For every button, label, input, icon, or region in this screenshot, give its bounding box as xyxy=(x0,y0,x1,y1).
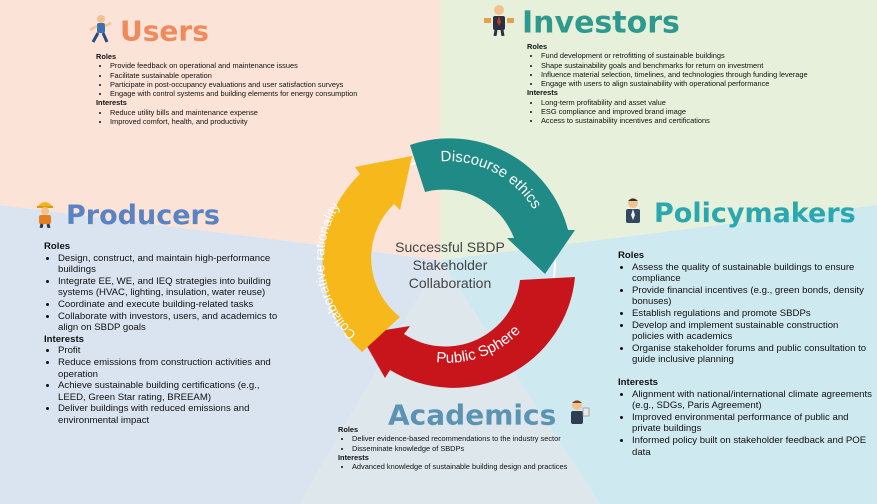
investors-interests-label: Interests xyxy=(527,88,558,98)
list-item: Facilitate sustainable operation xyxy=(110,71,416,80)
users-title: Users xyxy=(86,14,209,51)
list-item: ESG compliance and improved brand image xyxy=(541,107,857,116)
policymakers-roles-label: Roles xyxy=(618,250,645,261)
business-person-icon xyxy=(484,4,514,44)
list-item: Organise stakeholder forums and public c… xyxy=(632,343,873,366)
list-item: Coordinate and execute building-related … xyxy=(58,299,284,311)
policymakers-title: Policymakers xyxy=(620,196,856,233)
teacher-icon xyxy=(564,398,590,435)
producers-roles-label: Roles xyxy=(44,241,71,252)
list-item: Access to sustainability incentives and … xyxy=(541,116,857,125)
list-item: Engage with users to align sustainabilit… xyxy=(541,79,857,88)
policymakers-title-text: Policymakers xyxy=(654,198,856,229)
center-line-1: Successful SBDP xyxy=(395,239,505,255)
center-line-2: Stakeholder xyxy=(413,257,488,273)
construction-worker-icon xyxy=(32,198,58,235)
official-person-icon xyxy=(620,196,646,233)
list-item: Profit xyxy=(58,345,284,357)
list-item: Influence material selection, timelines,… xyxy=(541,70,857,79)
policymakers-body: Roles Assess the quality of sustainable … xyxy=(618,250,873,458)
investors-body: Roles Fund development or retrofitting o… xyxy=(527,42,857,126)
users-interests-list: Reduce utility bills and maintenance exp… xyxy=(96,108,416,127)
list-item: Establish regulations and promote SBDPs xyxy=(632,308,873,320)
discourse-arrow xyxy=(410,138,575,274)
list-item: Fund development or retrofitting of sust… xyxy=(541,51,857,60)
list-item: Shape sustainability goals and benchmark… xyxy=(541,61,857,70)
academics-interests-label: Interests xyxy=(338,452,369,462)
list-item: Advanced knowledge of sustainable buildi… xyxy=(352,462,588,471)
list-item: Reduce emissions from construction activ… xyxy=(58,357,284,380)
producers-title-text: Producers xyxy=(66,200,220,231)
list-item: Disseminate knowledge of SBDPs xyxy=(352,444,588,453)
academics-roles-label: Roles xyxy=(338,425,359,434)
list-item: Achieve sustainable building certificati… xyxy=(58,380,284,403)
list-item: Reduce utility bills and maintenance exp… xyxy=(110,108,416,117)
producers-interests-list: Profit Reduce emissions from constructio… xyxy=(44,345,284,426)
list-item: Develop and implement sustainable constr… xyxy=(632,320,873,343)
policymakers-interests-list: Alignment with national/international cl… xyxy=(618,389,873,459)
collaboration-cycle: Discourse ethics Public Sphere Collabora… xyxy=(312,138,575,388)
list-item: Assess the quality of sustainable buildi… xyxy=(632,262,873,285)
collaborative-arrow xyxy=(322,156,412,352)
list-item: Deliver evidence-based recommendations t… xyxy=(352,434,588,443)
producers-title: Producers xyxy=(32,198,220,235)
list-item: Provide financial incentives (e.g., gree… xyxy=(632,285,873,308)
list-item: Improved comfort, health, and productivi… xyxy=(110,117,416,126)
list-item: Design, construct, and maintain high-per… xyxy=(58,253,284,276)
list-item: Integrate EE, WE, and IEQ strategies int… xyxy=(58,276,284,299)
list-item: Improved environmental performance of pu… xyxy=(632,412,873,435)
policymakers-interests-label: Interests xyxy=(618,376,658,388)
list-item: Participate in post-occupancy evaluation… xyxy=(110,80,416,89)
academics-interests-list: Advanced knowledge of sustainable buildi… xyxy=(338,462,588,471)
investors-roles-list: Fund development or retrofitting of sust… xyxy=(527,51,857,88)
users-interests-label: Interests xyxy=(96,98,127,108)
academics-body: Roles Deliver evidence-based recommendat… xyxy=(338,425,588,471)
list-item: Informed policy built on stakeholder fee… xyxy=(632,435,873,458)
list-item: Deliver buildings with reduced emissions… xyxy=(58,403,284,426)
list-item: Long-term profitability and asset value xyxy=(541,98,857,107)
users-roles-list: Provide feedback on operational and main… xyxy=(96,61,416,98)
investors-interests-list: Long-term profitability and asset value … xyxy=(527,98,857,126)
center-line-3: Collaboration xyxy=(409,275,492,291)
users-title-text: Users xyxy=(120,14,209,48)
academics-title: Academics xyxy=(388,398,590,435)
users-body: Roles Provide feedback on operational an… xyxy=(96,52,416,126)
producers-body: Roles Design, construct, and maintain hi… xyxy=(44,241,284,427)
policymakers-roles-list: Assess the quality of sustainable buildi… xyxy=(618,262,873,366)
list-item: Collaborate with investors, users, and a… xyxy=(58,311,284,334)
investors-title: Investors xyxy=(484,4,680,44)
academics-title-text: Academics xyxy=(388,398,557,432)
public-sphere-arrow xyxy=(360,277,575,388)
list-item: Alignment with national/international cl… xyxy=(632,389,873,412)
producers-roles-list: Design, construct, and maintain high-per… xyxy=(44,253,284,334)
producers-interests-label: Interests xyxy=(44,333,84,345)
investors-title-text: Investors xyxy=(522,5,680,41)
list-item: Engage with control systems and building… xyxy=(110,89,416,98)
users-panel-bg xyxy=(0,0,440,260)
list-item: Provide feedback on operational and main… xyxy=(110,61,416,70)
users-roles-label: Roles xyxy=(96,52,117,61)
academics-roles-list: Deliver evidence-based recommendations t… xyxy=(338,434,588,453)
investors-roles-label: Roles xyxy=(527,42,548,51)
running-person-icon xyxy=(86,14,112,51)
